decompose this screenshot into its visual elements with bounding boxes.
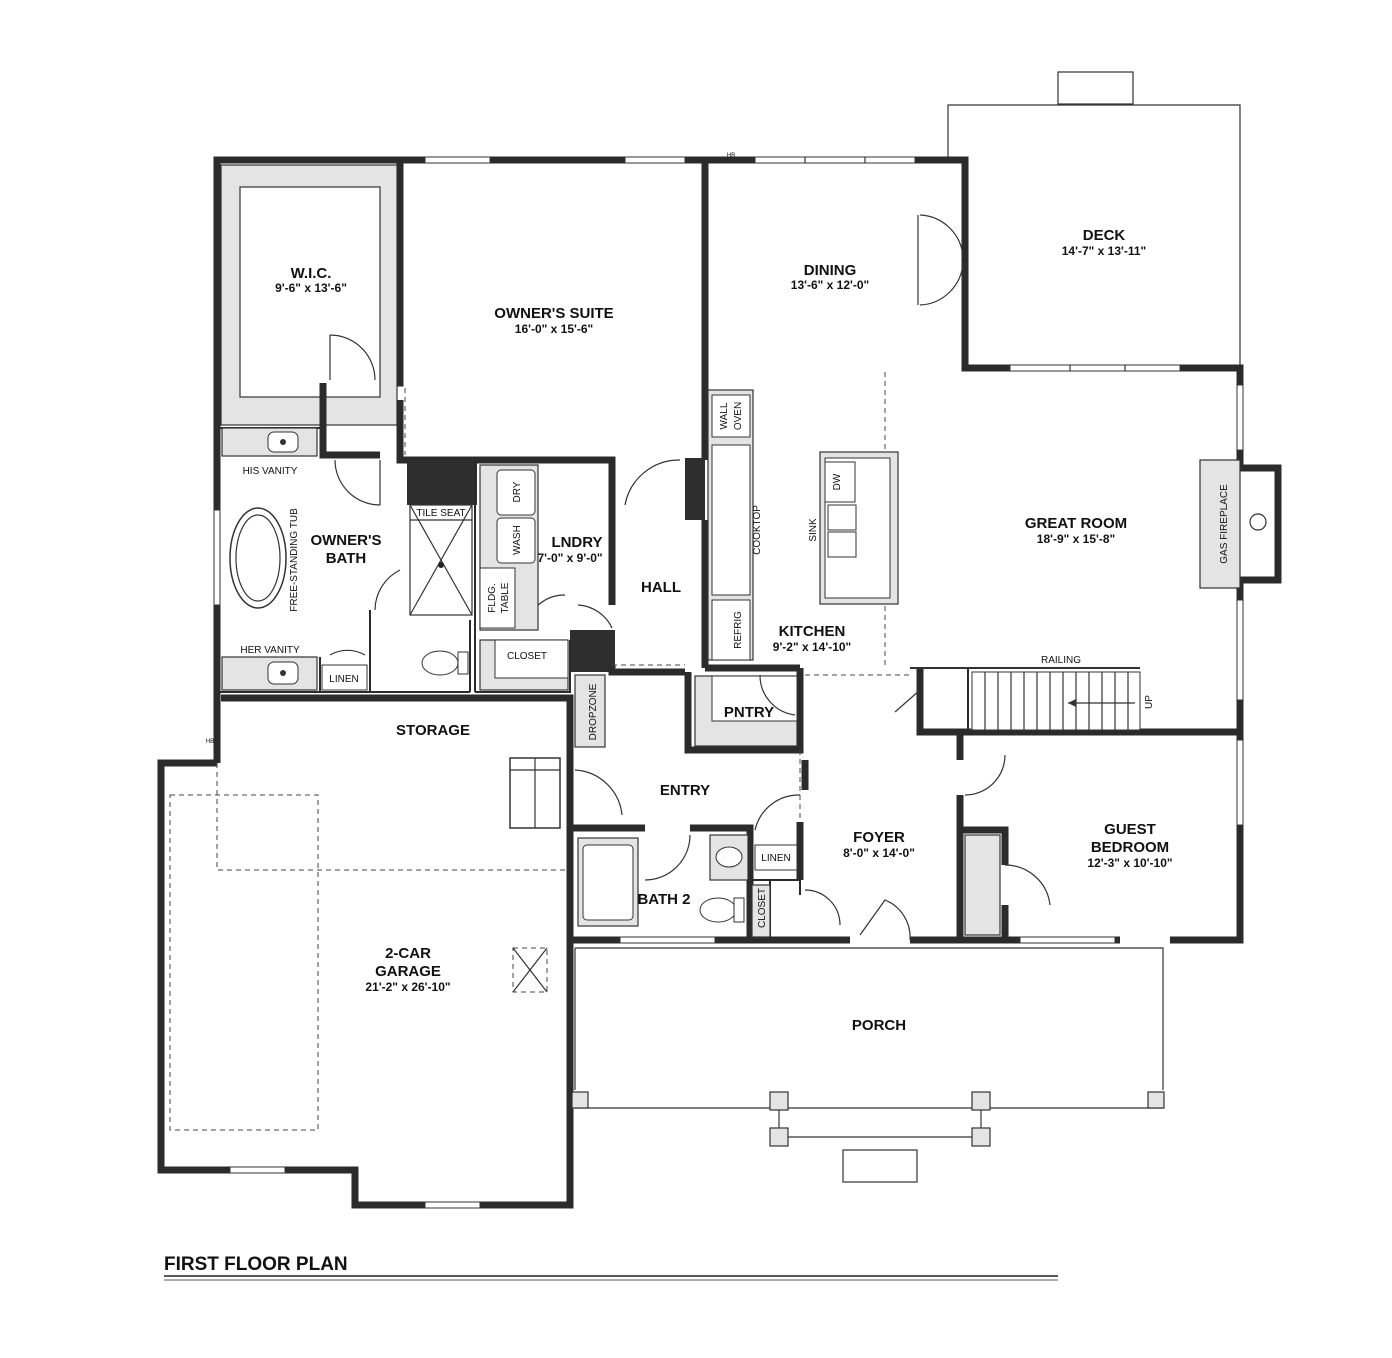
railing-label: RAILING <box>1041 655 1081 666</box>
wic-dim: 9'-6" x 13'-6" <box>275 281 347 295</box>
owners-suite-dim: 16'-0" x 15'-6" <box>515 322 593 336</box>
guest-bedroom-label-1: GUEST <box>1104 821 1156 838</box>
dw-label: DW <box>832 473 843 490</box>
deck-label: DECK <box>1083 227 1126 244</box>
owners-bath-label-2: BATH <box>326 550 367 567</box>
lndry-closet-label: CLOSET <box>507 651 547 662</box>
plan-title: FIRST FLOOR PLAN <box>164 1254 348 1275</box>
wash-label: WASH <box>512 525 523 555</box>
deck-dim: 14'-7" x 13'-11" <box>1062 244 1146 258</box>
fldg-label: FLDG. <box>487 583 498 612</box>
owners-suite-label: OWNER'S SUITE <box>494 305 613 322</box>
room-labels: DECK 14'-7" x 13'-11" W.I.C. 9'-6" x 13'… <box>275 227 1172 1034</box>
storage-label: STORAGE <box>396 722 470 739</box>
dining-label: DINING <box>804 262 857 279</box>
garage-label-2: GARAGE <box>375 963 441 980</box>
guest-bedroom-dim: 12'-3" x 10'-10" <box>1087 856 1172 870</box>
interior-walls <box>217 163 1240 940</box>
tile-seat-label: TILE SEAT <box>416 508 465 519</box>
table-label: TABLE <box>500 582 511 613</box>
sink-label: SINK <box>808 518 819 542</box>
porch-label: PORCH <box>852 1017 906 1034</box>
lndry-label: LNDRY <box>551 534 602 551</box>
dropzone-label: DROPZONE <box>588 683 599 740</box>
entry-label: ENTRY <box>660 782 710 799</box>
porch-structure <box>571 947 1165 1183</box>
foyer-label: FOYER <box>853 829 905 846</box>
owners-bath-label-1: OWNER'S <box>310 532 381 549</box>
deck-area <box>947 71 1241 368</box>
hb-left-label: HB <box>206 739 214 745</box>
refrig-label: REFRIG <box>733 611 744 649</box>
fixtures <box>221 389 1282 938</box>
dining-dim: 13'-6" x 12'-0" <box>791 278 869 292</box>
his-vanity-label: HIS VANITY <box>243 466 298 477</box>
guest-bedroom-label-2: BEDROOM <box>1091 839 1169 856</box>
dry-label: DRY <box>512 481 523 502</box>
bath-linen-label: LINEN <box>329 674 358 685</box>
pntry-label: PNTRY <box>724 704 774 721</box>
hb-top-label: HB <box>727 153 735 159</box>
great-room-label: GREAT ROOM <box>1025 515 1127 532</box>
foyer-closet-label: CLOSET <box>757 888 768 928</box>
great-room-dim: 18'-9" x 15'-8" <box>1037 532 1115 546</box>
foyer-dim: 8'-0" x 14'-0" <box>843 846 915 860</box>
bath2-label: BATH 2 <box>637 891 690 908</box>
up-label: UP <box>1144 695 1155 709</box>
entry-linen-label: LINEN <box>761 853 790 864</box>
kitchen-dim: 9'-2" x 14'-10" <box>773 640 851 654</box>
garage-label-1: 2-CAR <box>385 945 431 962</box>
her-vanity-label: HER VANITY <box>240 645 300 656</box>
hall-label: HALL <box>641 579 681 596</box>
lndry-dim: 7'-0" x 9'-0" <box>537 551 602 565</box>
windows <box>213 156 1244 1209</box>
plan-title-block: FIRST FLOOR PLAN <box>164 1254 1058 1281</box>
tub-label: FREE-STANDING TUB <box>289 508 300 612</box>
kitchen-label: KITCHEN <box>779 623 846 640</box>
doors <box>329 214 1051 941</box>
gas-fireplace-label: GAS FIREPLACE <box>1219 484 1230 564</box>
cooktop-label: COOKTOP <box>752 505 763 555</box>
garage-dim: 21'-2" x 26'-10" <box>365 980 450 994</box>
wall-oven-label-1: WALL <box>719 402 730 429</box>
fixture-labels: HIS VANITY HER VANITY FREE-STANDING TUB … <box>206 153 1230 928</box>
wall-oven-label-2: OVEN <box>733 402 744 430</box>
wic-label: W.I.C. <box>291 265 332 282</box>
